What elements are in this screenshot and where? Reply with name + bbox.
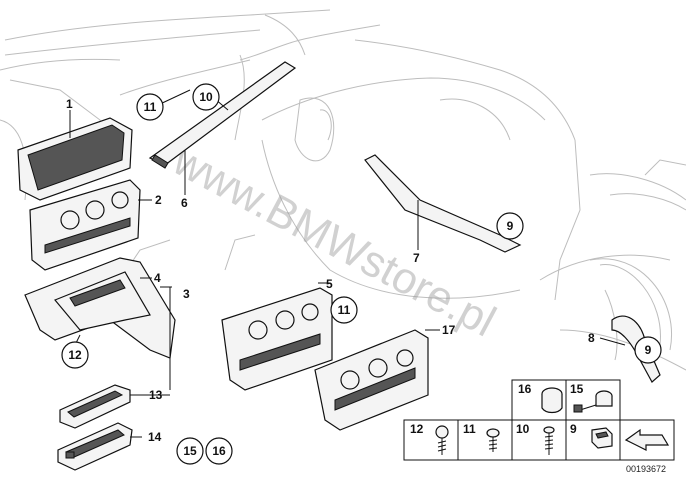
label-14: 14 bbox=[148, 430, 162, 444]
label-7: 7 bbox=[413, 251, 420, 265]
label-6: 6 bbox=[181, 196, 188, 210]
part-13-storage-tray bbox=[59, 384, 170, 429]
label-3: 3 bbox=[183, 287, 190, 301]
legend-box-16: 16 bbox=[511, 379, 567, 421]
callout-11-top: 11 bbox=[136, 93, 164, 121]
label-1: 1 bbox=[66, 97, 73, 111]
callout-11-mid: 11 bbox=[330, 296, 358, 324]
label-2: 2 bbox=[155, 193, 162, 207]
callout-16: 16 bbox=[205, 437, 233, 465]
svg-text:11: 11 bbox=[144, 100, 157, 114]
part-5-climate-panel-assembly bbox=[221, 282, 333, 391]
svg-text:9: 9 bbox=[507, 219, 514, 233]
part-14-tray-with-latch bbox=[57, 422, 142, 471]
svg-text:16: 16 bbox=[518, 382, 532, 396]
callout-12: 12 bbox=[61, 341, 89, 369]
svg-text:9: 9 bbox=[570, 422, 577, 436]
part-1-display-frame bbox=[17, 110, 133, 201]
label-13: 13 bbox=[149, 388, 163, 402]
legend-box-10: 10 bbox=[511, 419, 567, 461]
label-5: 5 bbox=[326, 277, 333, 291]
legend-box-11: 11 bbox=[457, 419, 513, 461]
part-4-console-trim bbox=[24, 257, 176, 390]
svg-text:11: 11 bbox=[338, 303, 351, 317]
svg-text:16: 16 bbox=[212, 444, 226, 458]
svg-text:10: 10 bbox=[516, 422, 530, 436]
label-4: 4 bbox=[154, 271, 161, 285]
leader-11-top bbox=[157, 89, 191, 106]
part-7-door-grip bbox=[364, 154, 522, 253]
document-number: 00193672 bbox=[626, 464, 666, 474]
svg-text:12: 12 bbox=[68, 348, 82, 362]
label-8: 8 bbox=[588, 331, 595, 345]
callout-9-rear: 9 bbox=[634, 336, 662, 364]
svg-text:10: 10 bbox=[199, 90, 213, 104]
callout-10: 10 bbox=[192, 83, 220, 111]
legend-box-arrow bbox=[619, 419, 675, 461]
svg-text:9: 9 bbox=[645, 343, 652, 357]
part-17-climate-panel bbox=[314, 329, 440, 431]
legend-box-12: 12 bbox=[403, 419, 459, 461]
svg-text:15: 15 bbox=[183, 444, 197, 458]
svg-text:15: 15 bbox=[570, 382, 584, 396]
part-6-trim-strip bbox=[148, 61, 297, 195]
interior-sketch bbox=[0, 9, 686, 371]
svg-text:11: 11 bbox=[463, 422, 476, 436]
legend-box-15: 15 bbox=[565, 379, 621, 421]
callout-15: 15 bbox=[176, 437, 204, 465]
label-17: 17 bbox=[442, 323, 456, 337]
part-2-climate-panel bbox=[29, 179, 152, 271]
legend-box-9: 9 bbox=[565, 419, 621, 461]
callout-9-door: 9 bbox=[496, 212, 524, 240]
svg-text:12: 12 bbox=[410, 422, 424, 436]
